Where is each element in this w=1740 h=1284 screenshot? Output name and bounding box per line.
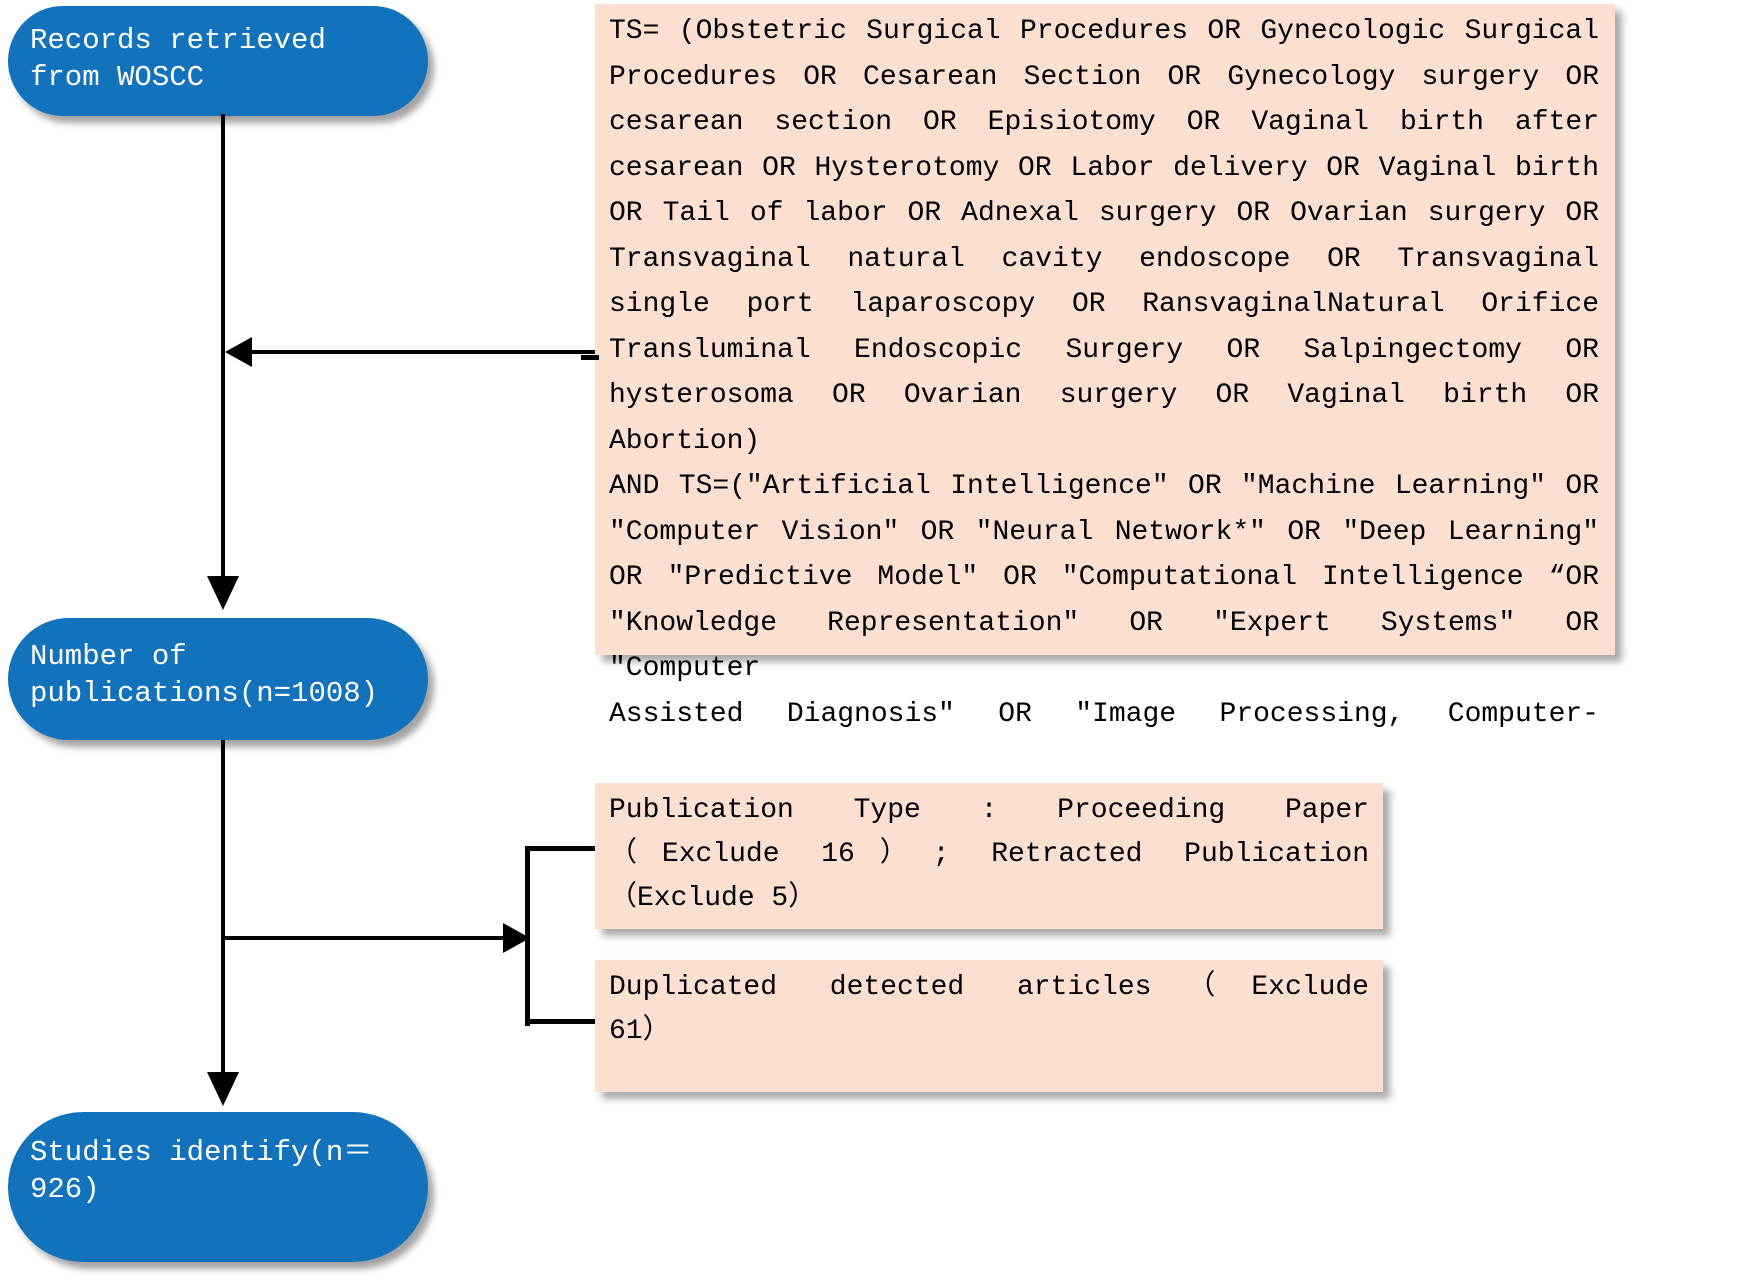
text-line: "Knowledge Representation" OR "Expert Sy… [609, 607, 1599, 685]
text-line: Publication Type : Proceeding Paper [609, 795, 1369, 826]
text-line: publications(n=1008) [30, 677, 379, 710]
text-line: cesarean section OR Episiotomy OR Vagina… [609, 107, 1599, 138]
connector-branch-to-exclusions [223, 936, 503, 940]
arrowhead-down-icon [207, 576, 239, 610]
node-studies-identified: Studies identify(n＝ 926) [8, 1112, 428, 1262]
bracket-to-exclusion2 [525, 1019, 597, 1024]
node-studies-text: Studies identify(n＝ 926) [8, 1112, 428, 1208]
arrowhead-down-icon [207, 1072, 239, 1106]
text-line: OR "Predictive Model" OR "Computational … [609, 562, 1599, 593]
text-line: Procedures OR Cesarean Section OR Gyneco… [609, 61, 1599, 93]
text-line: （Exclude 16）; Retracted Publication [609, 839, 1369, 870]
arrowhead-left-icon [225, 337, 252, 367]
text-line: （Exclude 5） [609, 883, 817, 914]
connector-publications-to-studies [221, 740, 225, 1074]
text-line: OR Tail of labor OR Adnexal surgery OR O… [609, 198, 1599, 229]
connector-records-to-publications [221, 114, 225, 576]
text-line: AND TS=("Artificial Intelligence" OR "Ma… [609, 471, 1599, 502]
text-line: cesarean OR Hysterotomy OR Labor deliver… [609, 152, 1599, 184]
text-line: single port laparoscopy OR RansvaginalNa… [609, 289, 1599, 320]
node-records-text: Records retrieved from WOSCC [8, 6, 428, 96]
text-line: Duplicated detected articles（Exclude [609, 972, 1369, 1003]
text-line: 926) [30, 1173, 100, 1206]
text-line: Assisted Diagnosis" OR "Image Processing… [609, 698, 1599, 730]
node-publications-text: Number of publications(n=1008) [8, 618, 428, 712]
connector-query-stub [581, 355, 599, 360]
text-line: TS= (Obstetric Surgical Procedures OR Gy… [609, 16, 1599, 47]
exclusion-panel-publication-type: Publication Type : Proceeding Paper （Exc… [595, 783, 1383, 929]
node-records-retrieved: Records retrieved from WOSCC [8, 6, 428, 116]
text-line: Studies identify(n＝ [30, 1136, 373, 1169]
search-query-panel: TS= (Obstetric Surgical Procedures OR Gy… [595, 4, 1615, 730]
text-line: Number of [30, 640, 187, 673]
text-line: hysterosoma OR Ovarian surgery OR Vagina… [609, 380, 1599, 457]
node-number-of-publications: Number of publications(n=1008) [8, 618, 428, 740]
text-line: Transluminal Endoscopic Surgery OR Salpi… [609, 334, 1599, 366]
text-line: Transvaginal natural cavity endoscope OR… [609, 243, 1599, 275]
bracket-vertical [525, 846, 530, 1026]
text-line: from WOSCC [30, 61, 205, 94]
text-line: "Computer Vision" OR "Neural Network*" O… [609, 516, 1599, 548]
connector-query-to-flow [252, 350, 595, 354]
text-line: 61） [609, 1016, 671, 1047]
bracket-to-exclusion1 [525, 846, 597, 851]
text-line: Records retrieved [30, 24, 326, 57]
exclusion-panel-duplicates: Duplicated detected articles（Exclude 61） [595, 960, 1383, 1092]
